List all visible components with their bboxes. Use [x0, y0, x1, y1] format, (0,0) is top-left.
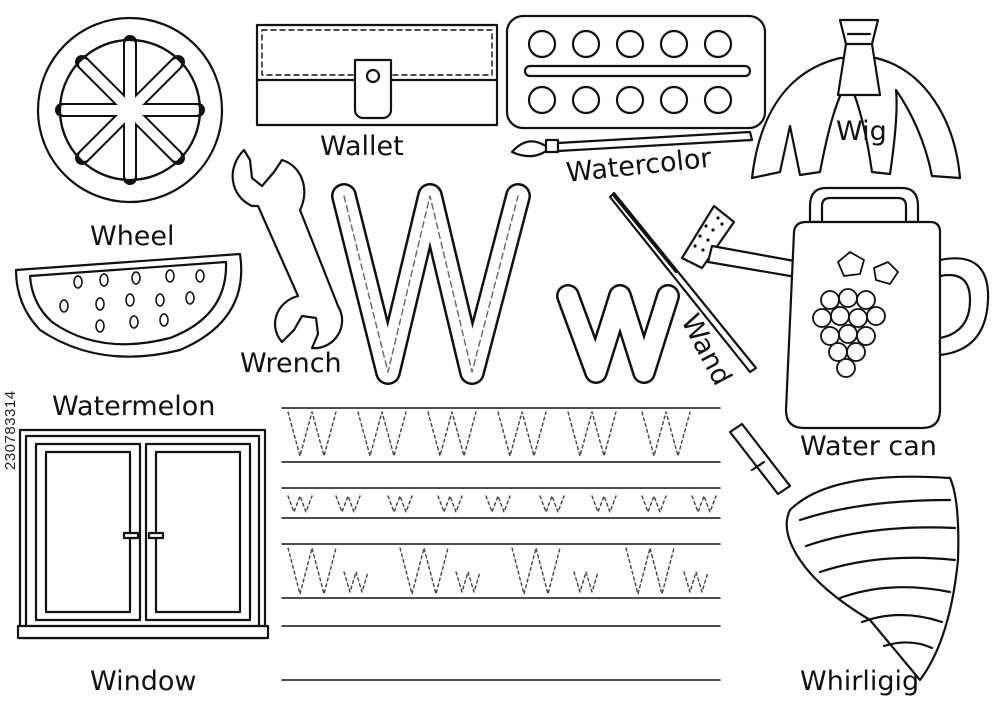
tracing-row-3: [287, 547, 709, 595]
water-can-icon: [784, 186, 990, 430]
tracing-row-1: [287, 411, 691, 457]
watermelon-icon: [14, 252, 243, 358]
label-whirligig: Whirligig: [800, 666, 920, 697]
big-letter-w-outline: [331, 183, 680, 385]
wig-icon: [750, 18, 962, 180]
label-wrench: Wrench: [240, 348, 342, 379]
label-window: Window: [90, 666, 197, 697]
watering-spout-icon: [680, 204, 804, 280]
stock-id: 230783314: [2, 390, 19, 470]
label-wallet: Wallet: [320, 131, 404, 162]
wrench-icon: [231, 148, 344, 350]
tracing-row-2: [287, 495, 717, 513]
label-wig: Wig: [836, 116, 887, 147]
label-wheel: Wheel: [90, 221, 175, 252]
wand-icon: [608, 191, 758, 374]
wallet-icon: [255, 23, 499, 127]
label-water-can: Water can: [800, 431, 937, 462]
tracing-guide-lines: [281, 407, 721, 681]
window-icon: [16, 428, 270, 640]
watercolor-icon: [505, 14, 767, 158]
label-watermelon: Watermelon: [52, 391, 216, 422]
whirligig-icon: [728, 422, 960, 682]
wheel-icon: [36, 16, 224, 204]
